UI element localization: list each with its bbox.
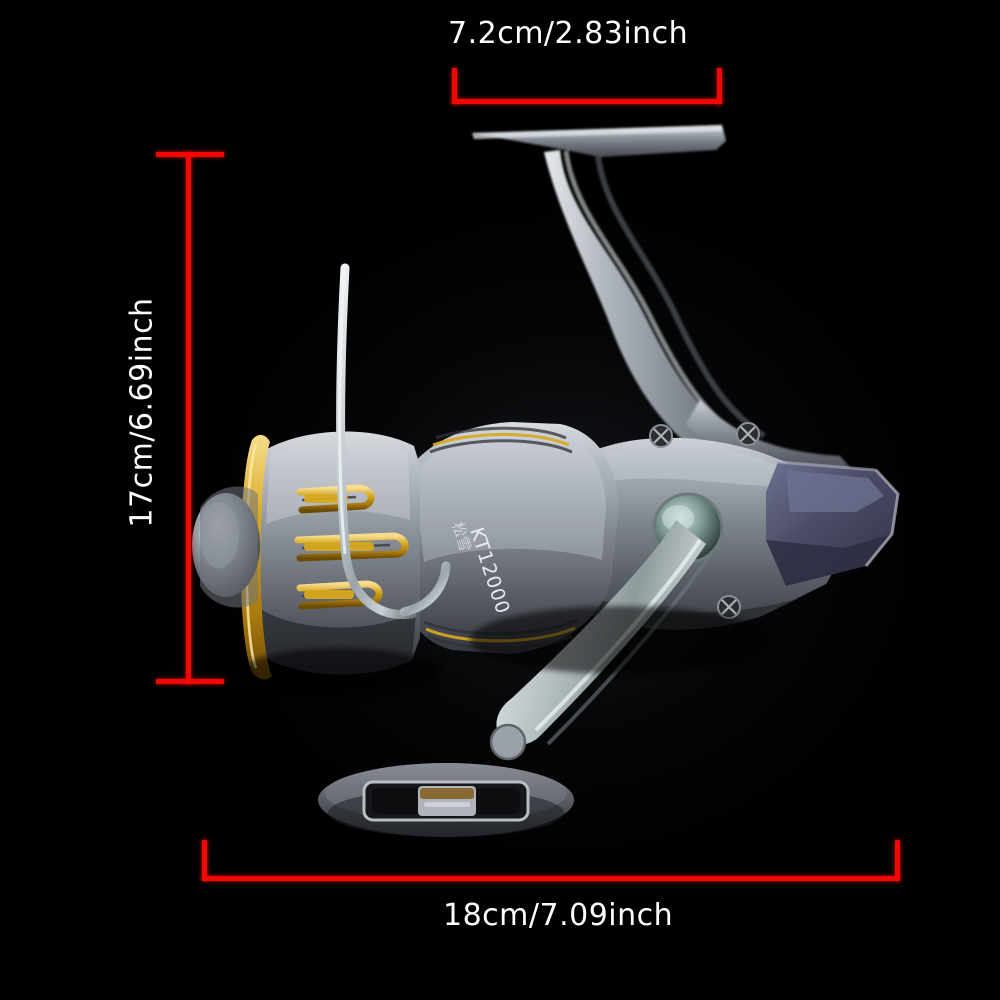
dimension-left-bottom-tick [156, 679, 224, 684]
dimension-bottom-left-tick [202, 840, 207, 880]
dimension-top-line [452, 99, 722, 104]
dimension-top-right-tick [717, 68, 722, 104]
bail-arm [336, 263, 451, 620]
dimension-left-line [186, 152, 191, 684]
spool [192, 431, 420, 680]
dimension-bottom-label: 18cm/7.09inch [443, 898, 674, 933]
reel-foot-stem [472, 125, 856, 482]
dimension-left-label: 17cm/6.69inch [124, 297, 160, 528]
dimension-bottom-right-tick [895, 840, 900, 880]
dimension-top-left-tick [452, 68, 457, 104]
dimension-bottom-line [202, 876, 900, 881]
handle-knob [318, 763, 574, 837]
rotor-cup: KT12000 松雪 [397, 422, 619, 654]
rear-tail-cap [766, 460, 900, 586]
dimension-top-label: 7.2cm/2.83inch [448, 16, 689, 51]
dimension-left-top-tick [156, 152, 224, 157]
